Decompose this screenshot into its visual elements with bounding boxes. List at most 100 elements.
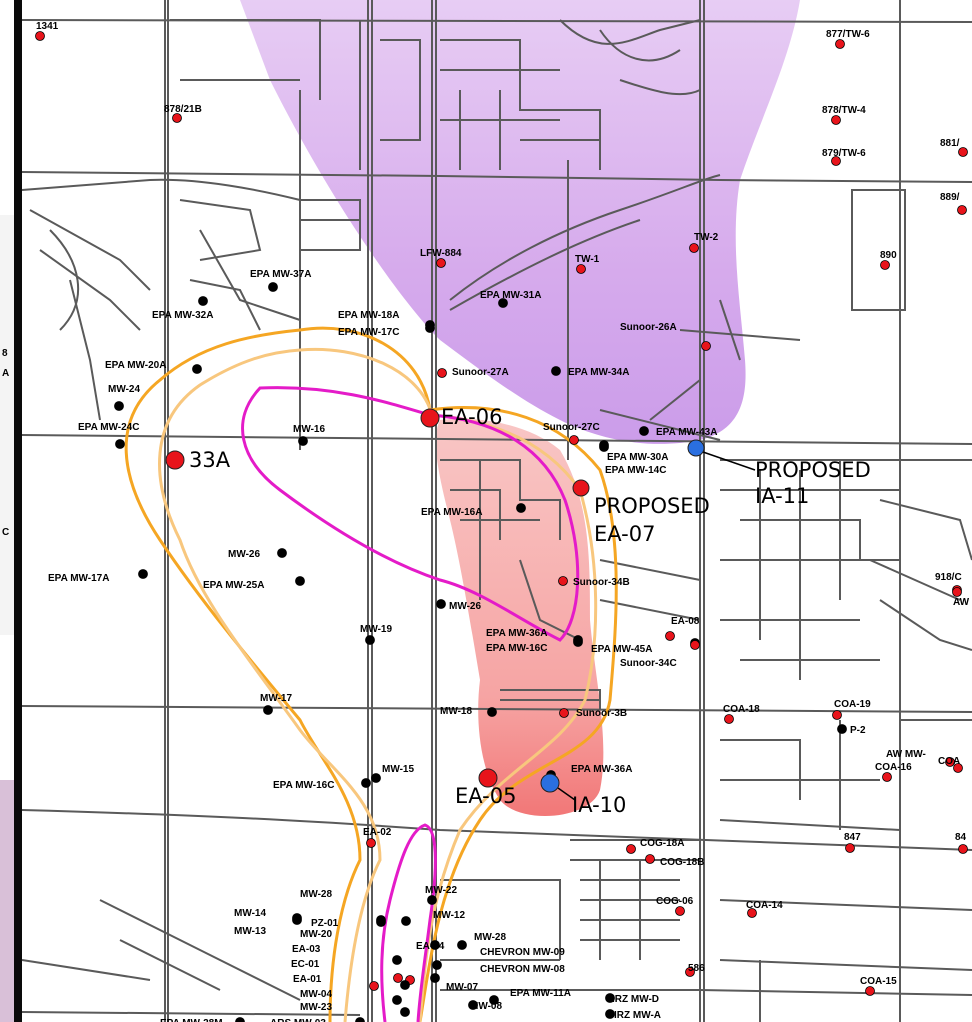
site-marker[interactable] [540, 773, 560, 793]
well-dot[interactable] [952, 587, 962, 597]
well-marker-wepa32a[interactable]: EPA MW-32A [152, 296, 213, 322]
well-marker-wmw22[interactable]: MW-22 [425, 885, 457, 905]
well-marker-w878-21b[interactable]: 878/21B [164, 104, 202, 123]
well-dot[interactable] [837, 724, 847, 734]
well-marker-wsun34b[interactable]: Sunoor-34B [558, 576, 630, 589]
well-dot[interactable] [747, 908, 757, 918]
well-dot[interactable] [292, 915, 302, 925]
well-marker-wars[interactable]: ARS MW-03 [270, 1017, 365, 1022]
well-marker-wmw04[interactable]: MW-04 [300, 989, 402, 1005]
well-dot[interactable] [366, 838, 376, 848]
site-marker[interactable] [687, 439, 705, 457]
well-dot[interactable] [701, 341, 711, 351]
well-dot[interactable] [437, 368, 447, 378]
well-marker-wtw1[interactable]: TW-1 [575, 254, 600, 274]
well-dot[interactable] [953, 763, 963, 773]
well-marker-wcoa19[interactable]: COA-19 [832, 699, 872, 720]
well-marker-wepa20a[interactable]: EPA MW-20A [105, 360, 202, 374]
site-marker[interactable] [478, 768, 498, 788]
well-marker-wsun26a[interactable]: Sunoor-26A [620, 322, 711, 351]
well-marker-w847[interactable]: 847 [844, 832, 861, 853]
well-marker-wpz01[interactable]: PZ-01 [311, 917, 386, 930]
well-marker-wmw07[interactable]: MW-07 [400, 980, 479, 994]
well-marker-wmw14[interactable]: MW-14 [234, 908, 302, 923]
well-marker-wea02[interactable]: EA-02 [363, 827, 392, 848]
well-dot[interactable] [882, 772, 892, 782]
well-dot[interactable] [558, 576, 568, 586]
well-marker-wcog18a[interactable]: COG-18A [626, 838, 685, 854]
well-marker-wawmw[interactable]: AW MW- [886, 749, 955, 767]
well-dot[interactable] [831, 156, 841, 166]
well-marker-w84[interactable]: 84 [955, 832, 968, 854]
well-marker-w877-tw6[interactable]: 877/TW-6 [826, 29, 870, 49]
well-dot[interactable] [298, 436, 308, 446]
well-dot[interactable] [114, 401, 124, 411]
well-marker-wepa25a[interactable]: EPA MW-25A [203, 576, 305, 592]
well-dot[interactable] [689, 243, 699, 253]
well-dot[interactable] [626, 844, 636, 854]
site-ea05[interactable]: EA-05 [455, 768, 516, 808]
well-dot[interactable] [277, 548, 287, 558]
well-dot[interactable] [393, 973, 403, 983]
well-dot[interactable] [400, 1007, 410, 1017]
well-marker-wmw12[interactable]: MW-12 [401, 910, 466, 926]
well-marker-wmw18[interactable]: MW-18 [440, 706, 497, 717]
well-dot[interactable] [576, 264, 586, 274]
well-marker-wec01[interactable]: EC-01 [291, 959, 379, 991]
well-dot[interactable] [599, 442, 609, 452]
well-marker-wepa16c2[interactable]: EPA MW-16C [273, 778, 371, 792]
well-marker-wcoa15[interactable]: COA-15 [860, 976, 897, 996]
well-marker-wmw26b[interactable]: MW-26 [436, 599, 482, 613]
well-marker-wcog06[interactable]: COG-06 [656, 896, 694, 916]
well-marker-wchev08[interactable]: CHEVRON MW-08 [430, 964, 566, 983]
well-marker-wmw20[interactable]: MW-20 [300, 929, 402, 965]
well-dot[interactable] [432, 960, 442, 970]
well-marker-wepa17c[interactable]: EPA MW-17C [338, 323, 435, 339]
well-marker-wmw13[interactable]: MW-13 [234, 915, 302, 938]
well-marker-wepa16a[interactable]: EPA MW-16A [421, 503, 526, 519]
well-marker-wmw24[interactable]: MW-24 [108, 384, 140, 411]
well-dot[interactable] [295, 576, 305, 586]
well-dot[interactable] [551, 366, 561, 376]
well-marker-w878-tw4[interactable]: 878/TW-4 [822, 105, 866, 125]
well-dot[interactable] [487, 707, 497, 717]
well-dot[interactable] [724, 714, 734, 724]
well-marker-w881[interactable]: 881/ [940, 138, 968, 157]
well-marker-wtw2[interactable]: TW-2 [689, 232, 719, 253]
well-dot[interactable] [559, 708, 569, 718]
site-marker[interactable] [165, 450, 185, 470]
well-dot[interactable] [957, 205, 967, 215]
well-marker-wepa24c[interactable]: EPA MW-24C [78, 422, 139, 449]
well-marker-wea03[interactable]: EA-03 [292, 944, 403, 983]
well-marker-wsun3b[interactable]: Sunoor-3B [559, 708, 628, 719]
site-marker[interactable] [420, 408, 440, 428]
well-dot[interactable] [392, 995, 402, 1005]
well-dot[interactable] [355, 1017, 365, 1022]
well-dot[interactable] [831, 115, 841, 125]
well-marker-wepa14c[interactable]: EPA MW-14C [599, 442, 667, 477]
well-dot[interactable] [392, 955, 402, 965]
well-dot[interactable] [468, 1000, 478, 1010]
well-marker-w879-tw6[interactable]: 879/TW-6 [822, 148, 866, 166]
well-dot[interactable] [430, 973, 440, 983]
well-marker-wcog18b[interactable]: COG-18B [645, 854, 705, 869]
well-dot[interactable] [573, 637, 583, 647]
well-marker-wlfw884[interactable]: LFW-884 [420, 248, 462, 268]
well-dot[interactable] [425, 323, 435, 333]
well-dot[interactable] [958, 844, 968, 854]
well-dot[interactable] [400, 980, 410, 990]
well-marker-w586[interactable]: 586 [685, 963, 706, 977]
well-dot[interactable] [371, 773, 381, 783]
well-dot[interactable] [605, 1009, 615, 1019]
well-dot[interactable] [401, 916, 411, 926]
well-dot[interactable] [369, 981, 379, 991]
well-dot[interactable] [645, 854, 655, 864]
well-dot[interactable] [115, 439, 125, 449]
well-dot[interactable] [865, 986, 875, 996]
well-marker-wchev09[interactable]: CHEVRON MW-09 [432, 947, 566, 970]
well-marker-w1341[interactable]: 1341 [35, 21, 59, 41]
well-dot[interactable] [945, 757, 955, 767]
well-marker-wea08[interactable]: EA-08 [665, 616, 700, 641]
